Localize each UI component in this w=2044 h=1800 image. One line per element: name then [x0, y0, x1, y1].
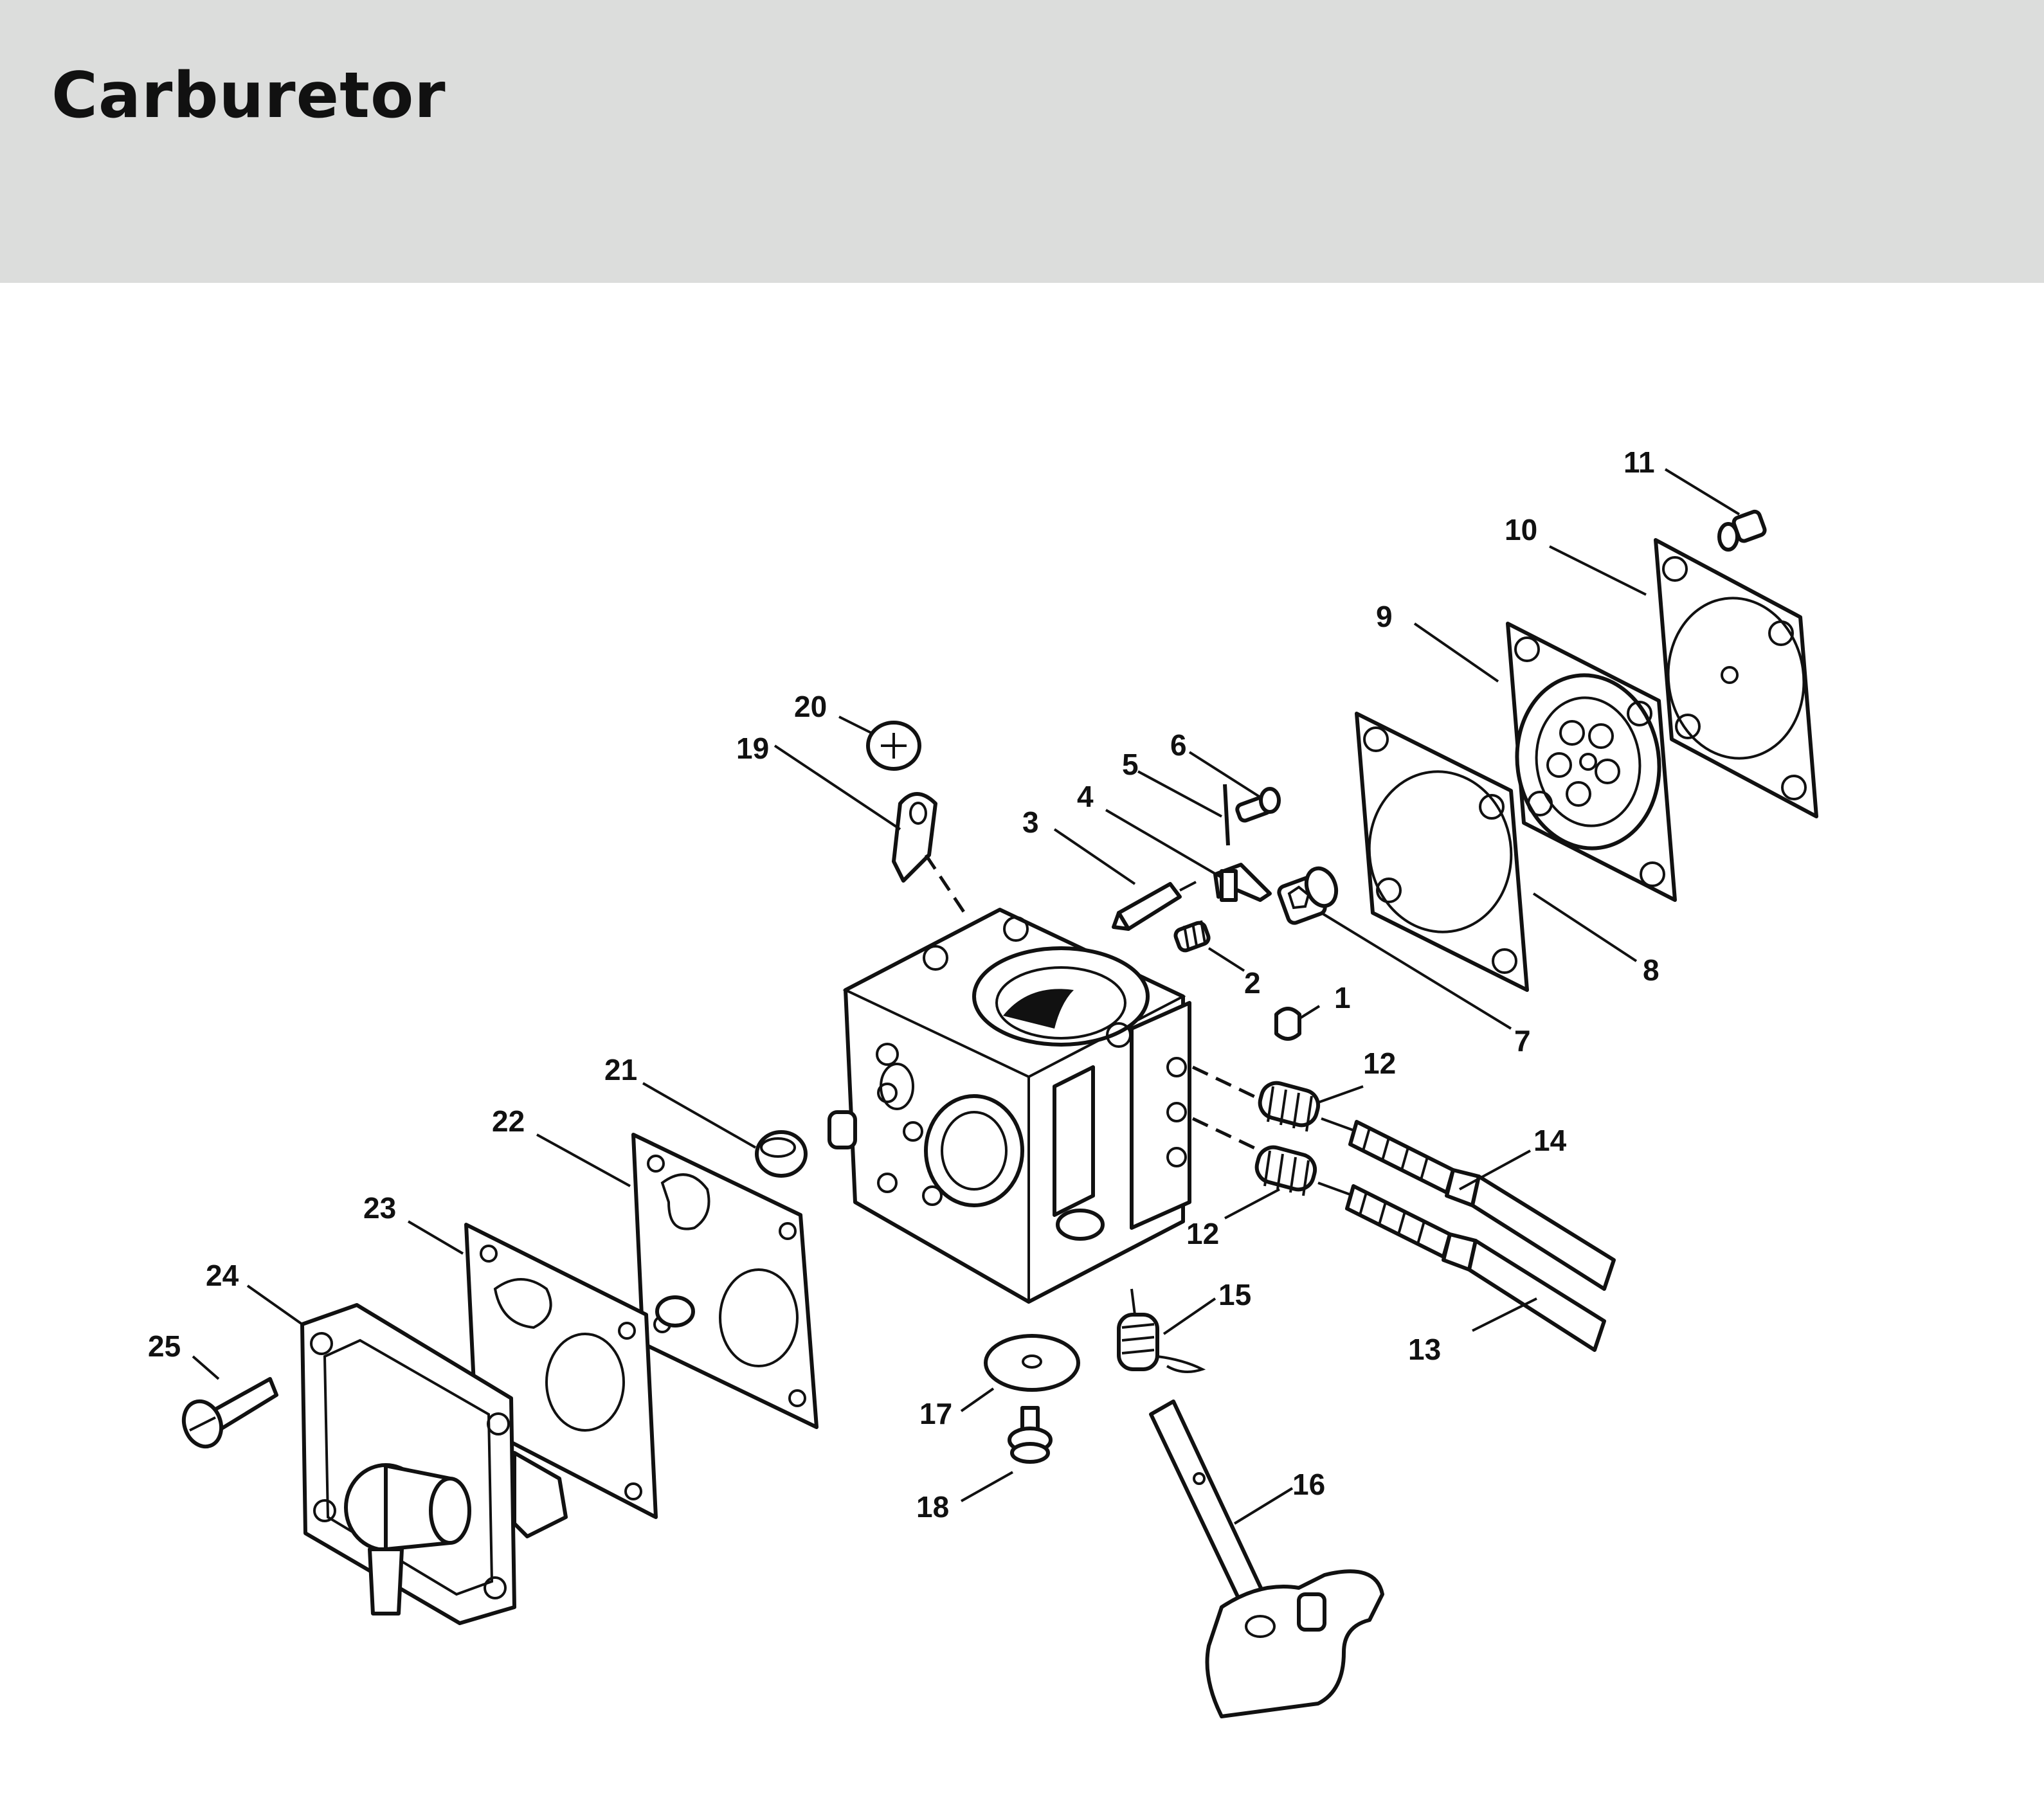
- callout-5: 5: [1122, 748, 1139, 781]
- part-10-cover-plate: [1654, 538, 1818, 818]
- callout-23: 23: [363, 1191, 396, 1225]
- callout-12-upper: 12: [1363, 1047, 1396, 1080]
- part-8-gasket: [1355, 712, 1529, 992]
- callout-6: 6: [1170, 728, 1187, 762]
- part-13-adjusting-screw: [1317, 1182, 1606, 1352]
- part-25-screw: [181, 1377, 278, 1449]
- part-1-plug: [1274, 1007, 1301, 1041]
- part-2-spring: [1173, 920, 1211, 953]
- part-16-throttle-shaft: [1149, 1400, 1384, 1718]
- callout-15: 15: [1218, 1278, 1251, 1311]
- callout-9: 9: [1376, 600, 1393, 633]
- callout-20: 20: [794, 690, 827, 723]
- callout-22: 22: [492, 1104, 525, 1138]
- part-15-torsion-spring: [1117, 1288, 1206, 1373]
- carburetor-body: [828, 908, 1191, 1304]
- part-22-port: [655, 1295, 695, 1328]
- callout-4: 4: [1077, 780, 1094, 813]
- part-11-screw: [1717, 509, 1767, 552]
- callout-10: 10: [1505, 513, 1537, 546]
- callout-12-lower: 12: [1186, 1217, 1219, 1250]
- callout-8: 8: [1643, 953, 1660, 987]
- callout-25: 25: [148, 1329, 181, 1363]
- callout-19: 19: [736, 732, 769, 765]
- callout-16: 16: [1292, 1468, 1325, 1501]
- leader-lines: [192, 468, 1741, 1525]
- callout-3: 3: [1022, 806, 1039, 839]
- part-23-gasket: [464, 1223, 658, 1519]
- part-12-spring-upper: [1258, 1081, 1321, 1132]
- part-17-washer: [984, 1334, 1080, 1392]
- callout-11: 11: [1623, 446, 1655, 479]
- header-banner: Carburetor: [0, 0, 2044, 283]
- part-6-screw: [1235, 787, 1281, 823]
- callout-14: 14: [1533, 1124, 1567, 1157]
- callout-24: 24: [206, 1259, 239, 1292]
- part-19-clip: [892, 792, 937, 883]
- callout-1: 1: [1334, 981, 1351, 1014]
- part-14-adjusting-screw: [1321, 1117, 1616, 1291]
- part-20-screw: [866, 721, 921, 771]
- part-24-pump-cover: [300, 1303, 568, 1625]
- part-21-plug: [755, 1130, 808, 1178]
- part-7-valve-seat: [1277, 866, 1339, 925]
- part-4-control-lever: [1213, 863, 1272, 902]
- callout-7: 7: [1514, 1024, 1531, 1058]
- part-12-spring-lower: [1254, 1145, 1317, 1196]
- part-22-gasket: [631, 1133, 819, 1429]
- callout-13: 13: [1408, 1333, 1441, 1366]
- exploded-parts-diagram: 1 2 3 4 5 6 7 8 9 10 11 12 12 13 14 15 1…: [148, 446, 1818, 1718]
- part-9-diaphragm: [1506, 622, 1677, 902]
- part-18-screw: [1008, 1406, 1053, 1464]
- callout-21: 21: [604, 1053, 637, 1086]
- callout-numbers: 1 2 3 4 5 6 7 8 9 10 11 12 12 13 14 15 1…: [148, 446, 1660, 1524]
- callout-18: 18: [916, 1490, 949, 1524]
- part-3-inlet-needle: [1112, 881, 1197, 931]
- page-title: Carburetor: [51, 59, 446, 132]
- callout-17: 17: [919, 1397, 952, 1430]
- callout-2: 2: [1244, 966, 1261, 1000]
- part-5-pin: [1223, 784, 1230, 846]
